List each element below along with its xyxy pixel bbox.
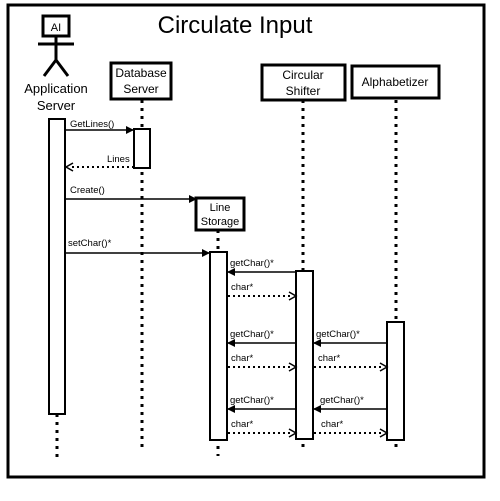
label-al-getchar-2: getChar()* xyxy=(320,395,364,406)
diagram-frame xyxy=(6,3,486,479)
label-cs-getchar-3: getChar()* xyxy=(230,395,274,406)
actor-left-leg xyxy=(42,59,58,77)
label-lines: Lines xyxy=(107,154,130,165)
participant-label-line-2: Storage xyxy=(201,216,240,228)
actor-name-line-1: Application xyxy=(24,81,88,96)
participant-label-line-1: Line xyxy=(210,202,231,214)
actor-name-line-2: Server xyxy=(37,98,76,113)
arrowhead-cs-char-1 xyxy=(288,291,298,301)
participant-label-line-1: Database xyxy=(115,66,167,80)
return-arrowheads xyxy=(64,162,389,438)
participant-box xyxy=(194,196,246,232)
activation-application-server xyxy=(48,118,66,415)
participant-box xyxy=(109,61,173,101)
activation-database-server xyxy=(133,128,151,169)
participant-box xyxy=(260,63,347,102)
actor-badge: AI xyxy=(51,22,61,34)
label-al-char-2: char* xyxy=(321,419,343,430)
label-cs-char-1: char* xyxy=(231,282,253,293)
activation-bars xyxy=(48,118,405,441)
actor-application-server: AI Application Server xyxy=(24,14,88,113)
label-create: Create() xyxy=(70,185,105,196)
label-cs-getchar-1: getChar()* xyxy=(230,258,274,269)
label-setchar: setChar()* xyxy=(68,238,112,249)
participant-box xyxy=(350,64,441,100)
participant-label-line-2: Shifter xyxy=(286,84,321,98)
label-cs-getchar-2: getChar()* xyxy=(230,329,274,340)
participant-label: Alphabetizer xyxy=(362,75,429,89)
label-al-char-1: char* xyxy=(318,353,340,364)
label-cs-char-3: char* xyxy=(231,419,253,430)
label-al-getchar-1: getChar()* xyxy=(316,329,360,340)
participant-label-line-1: Circular xyxy=(282,68,323,82)
call-arrows xyxy=(65,126,386,413)
participant-database-server: Database Server xyxy=(109,61,173,101)
actor-right-leg xyxy=(54,59,70,77)
activation-line-storage xyxy=(209,251,228,441)
participant-label-line-2: Server xyxy=(123,82,158,96)
participant-line-storage: Line Storage xyxy=(194,196,246,232)
message-labels: GetLines() Lines Create() setChar()* get… xyxy=(68,119,364,430)
participant-circular-shifter: Circular Shifter xyxy=(260,63,347,102)
arrowhead-cs-char-2 xyxy=(288,362,298,372)
activation-alphabetizer xyxy=(386,321,405,441)
label-getlines: GetLines() xyxy=(70,119,114,130)
activation-circular-shifter xyxy=(295,270,314,440)
arrowhead-al-char-1 xyxy=(379,362,389,372)
return-arrows xyxy=(70,166,381,434)
participant-alphabetizer: Alphabetizer xyxy=(350,64,441,100)
arrowhead-lines xyxy=(64,162,74,172)
arrowhead-al-char-2 xyxy=(379,428,389,438)
label-cs-char-2: char* xyxy=(231,353,253,364)
diagram-title: Circulate Input xyxy=(158,12,313,39)
arrowhead-cs-char-3 xyxy=(288,428,298,438)
